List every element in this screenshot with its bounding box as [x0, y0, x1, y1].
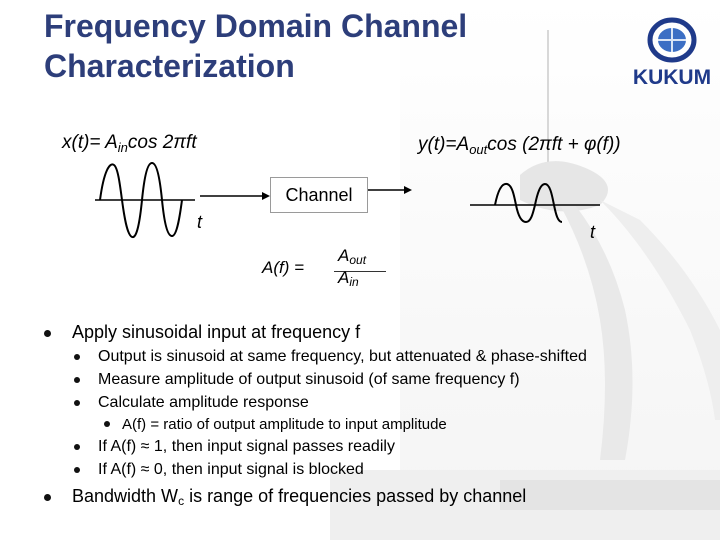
bullet-item: Bandwidth Wc is range of frequencies pas…: [72, 486, 526, 508]
output-signal-formula: y(t)=Aoutcos (2πft + φ(f)): [418, 134, 621, 157]
bullet-dot: [74, 354, 80, 360]
bandwidth-sub: c: [178, 494, 185, 508]
bullet-dot: [74, 400, 80, 406]
slide-title: Frequency Domain Channel Characterizatio…: [44, 6, 564, 86]
title-line-1: Frequency Domain Channel: [44, 8, 468, 44]
bullet-item: If A(f) ≈ 1, then input signal passes re…: [98, 438, 395, 455]
output-time-label: t: [590, 222, 596, 242]
bandwidth-text: Bandwidth W: [72, 486, 179, 506]
bullet-dot: [44, 330, 51, 337]
bullet-item: Output is sinusoid at same frequency, bu…: [98, 348, 587, 365]
title-line-2: Characterization: [44, 48, 295, 84]
logo-text: KUKUM: [633, 66, 711, 89]
bullet-item: Apply sinusoidal input at frequency f: [72, 322, 361, 342]
bullet-item: Calculate amplitude response: [98, 394, 309, 411]
fraction-numerator: Aout: [338, 246, 366, 267]
output-sinusoid: [494, 182, 563, 224]
bullet-dot: [74, 377, 80, 383]
output-formula-sub: out: [469, 142, 488, 157]
output-formula-suffix: cos (2πft + φ(f)): [487, 134, 621, 155]
amplitude-response-label: A(f) =: [262, 258, 305, 277]
input-arrowhead: [262, 192, 270, 200]
channel-box: Channel: [270, 177, 368, 213]
input-time-label: t: [197, 212, 203, 232]
output-formula-prefix: y(t)=A: [418, 134, 470, 155]
numerator-sub: out: [349, 253, 367, 267]
bullet-dot: [104, 421, 110, 427]
input-signal-formula: x(t)= Aincos 2πft: [62, 132, 197, 155]
bullet-dot: [74, 444, 80, 450]
input-formula-suffix: cos 2πft: [127, 132, 197, 153]
channel-label: Channel: [285, 184, 353, 205]
bullet-dot: [74, 467, 80, 473]
denominator-base: A: [338, 268, 350, 287]
bullet-item: Measure amplitude of output sinusoid (of…: [98, 371, 520, 388]
input-formula-sub: in: [117, 140, 128, 155]
fraction-bar: [334, 271, 386, 272]
bandwidth-suffix: is range of frequencies passed by channe…: [184, 486, 527, 506]
output-arrowhead: [404, 186, 412, 194]
bullet-item: If A(f) ≈ 0, then input signal is blocke…: [98, 461, 364, 478]
input-formula-prefix: x(t)= A: [62, 132, 118, 153]
denominator-sub: in: [349, 275, 359, 289]
fraction-denominator: Ain: [338, 268, 359, 289]
bullet-item: A(f) = ratio of output amplitude to inpu…: [122, 416, 447, 433]
bullet-dot: [44, 494, 51, 501]
kukum-logo: KUKUM: [630, 10, 714, 94]
numerator-base: A: [338, 246, 350, 265]
input-sinusoid: [99, 161, 183, 238]
